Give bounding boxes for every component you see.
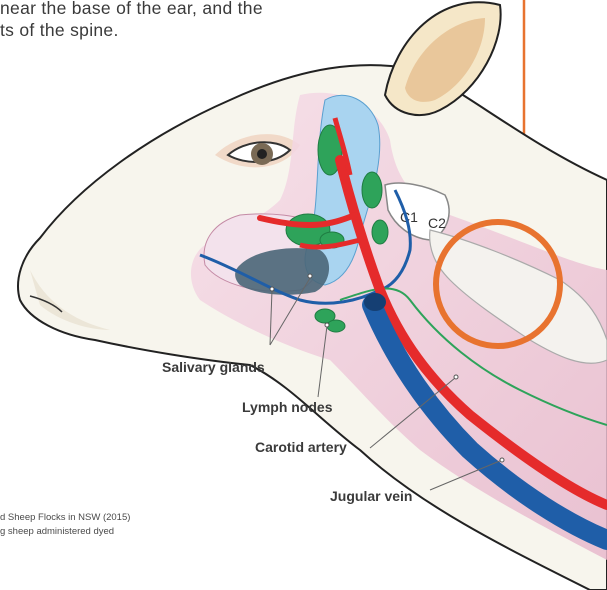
pointer-dot-2 — [270, 287, 274, 291]
jugular-vein-opening — [364, 293, 386, 311]
footnote-line-1: d Sheep Flocks in NSW (2015) — [0, 512, 130, 523]
pointer-dot-4 — [454, 375, 458, 379]
label-salivary-glands: Salivary glands — [162, 359, 265, 375]
label-lymph-nodes: Lymph nodes — [242, 399, 333, 415]
pointer-dot-1 — [308, 274, 312, 278]
pointer-dot-5 — [500, 458, 504, 462]
label-jugular-vein: Jugular vein — [330, 488, 412, 504]
footnote-line-2: g sheep administered dyed — [0, 526, 114, 537]
pointer-dot-3 — [325, 323, 329, 327]
label-c2: C2 — [428, 215, 446, 231]
label-carotid-artery: Carotid artery — [255, 439, 347, 455]
